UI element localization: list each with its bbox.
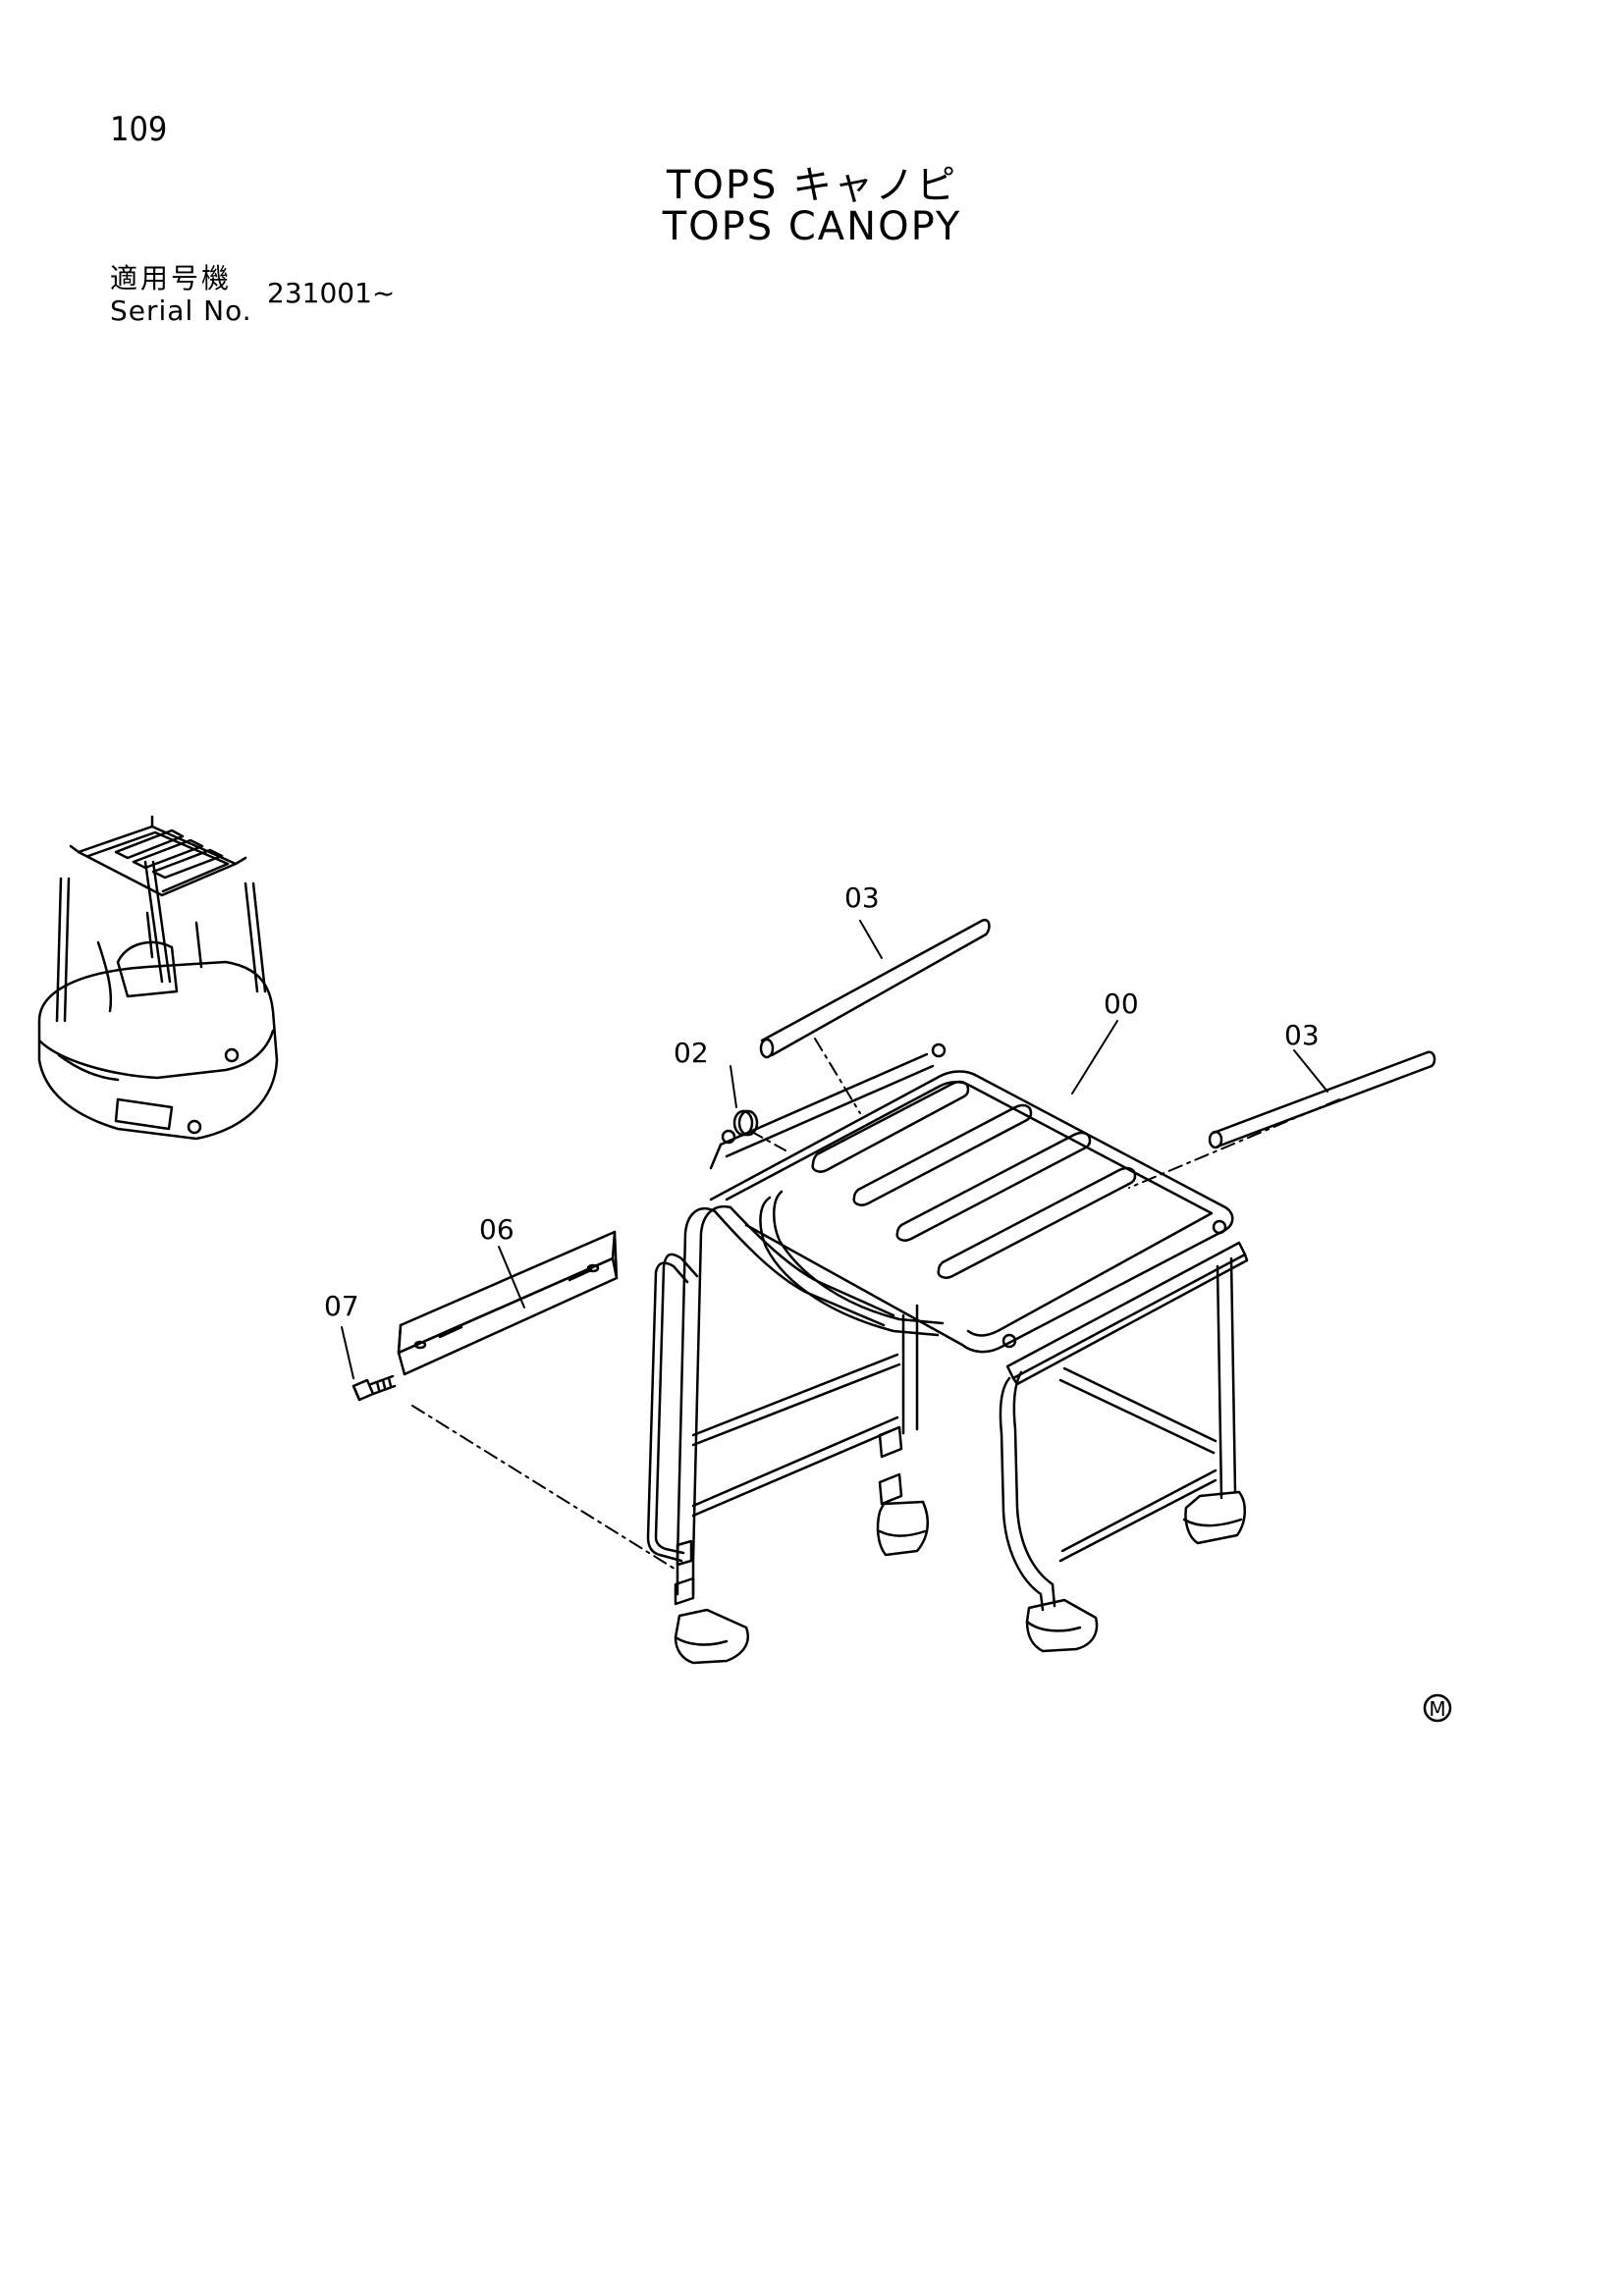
part-03-upper-rod <box>759 918 991 1059</box>
leader-02 <box>730 1065 737 1108</box>
part-06-plate <box>397 1230 619 1376</box>
callout-03-right: 03 <box>1284 1019 1320 1051</box>
leader-03-right <box>1293 1049 1328 1093</box>
leader-00 <box>1071 1020 1118 1095</box>
machine-thumbnail <box>37 815 279 1141</box>
mark-letter: M <box>1429 1697 1445 1721</box>
callout-02: 02 <box>674 1037 709 1069</box>
callout-00: 00 <box>1104 988 1139 1020</box>
part-07-bolt <box>352 1374 397 1402</box>
serial-label-japanese: 適用号機 <box>110 262 233 294</box>
callout-07: 07 <box>324 1290 359 1322</box>
callouts: 03 00 02 03 06 07 <box>324 881 1320 1322</box>
canopy-frame <box>646 1042 1249 1665</box>
page-number: 109 <box>110 110 168 149</box>
leader-06 <box>498 1246 525 1308</box>
leader-07 <box>341 1326 354 1379</box>
part-03-right-rod <box>1208 1050 1436 1149</box>
title-english: TOPS CANOPY <box>662 204 962 249</box>
serial-number-value: 231001~ <box>267 277 396 309</box>
callout-03-upper: 03 <box>844 881 880 914</box>
callout-06: 06 <box>479 1213 514 1246</box>
title-japanese: TOPS キャノピ <box>666 163 958 208</box>
circled-m-mark: M <box>1423 1693 1452 1723</box>
leader-lines <box>341 920 1340 1572</box>
serial-label-english: Serial No. <box>110 294 252 327</box>
leader-03-upper <box>859 920 883 959</box>
